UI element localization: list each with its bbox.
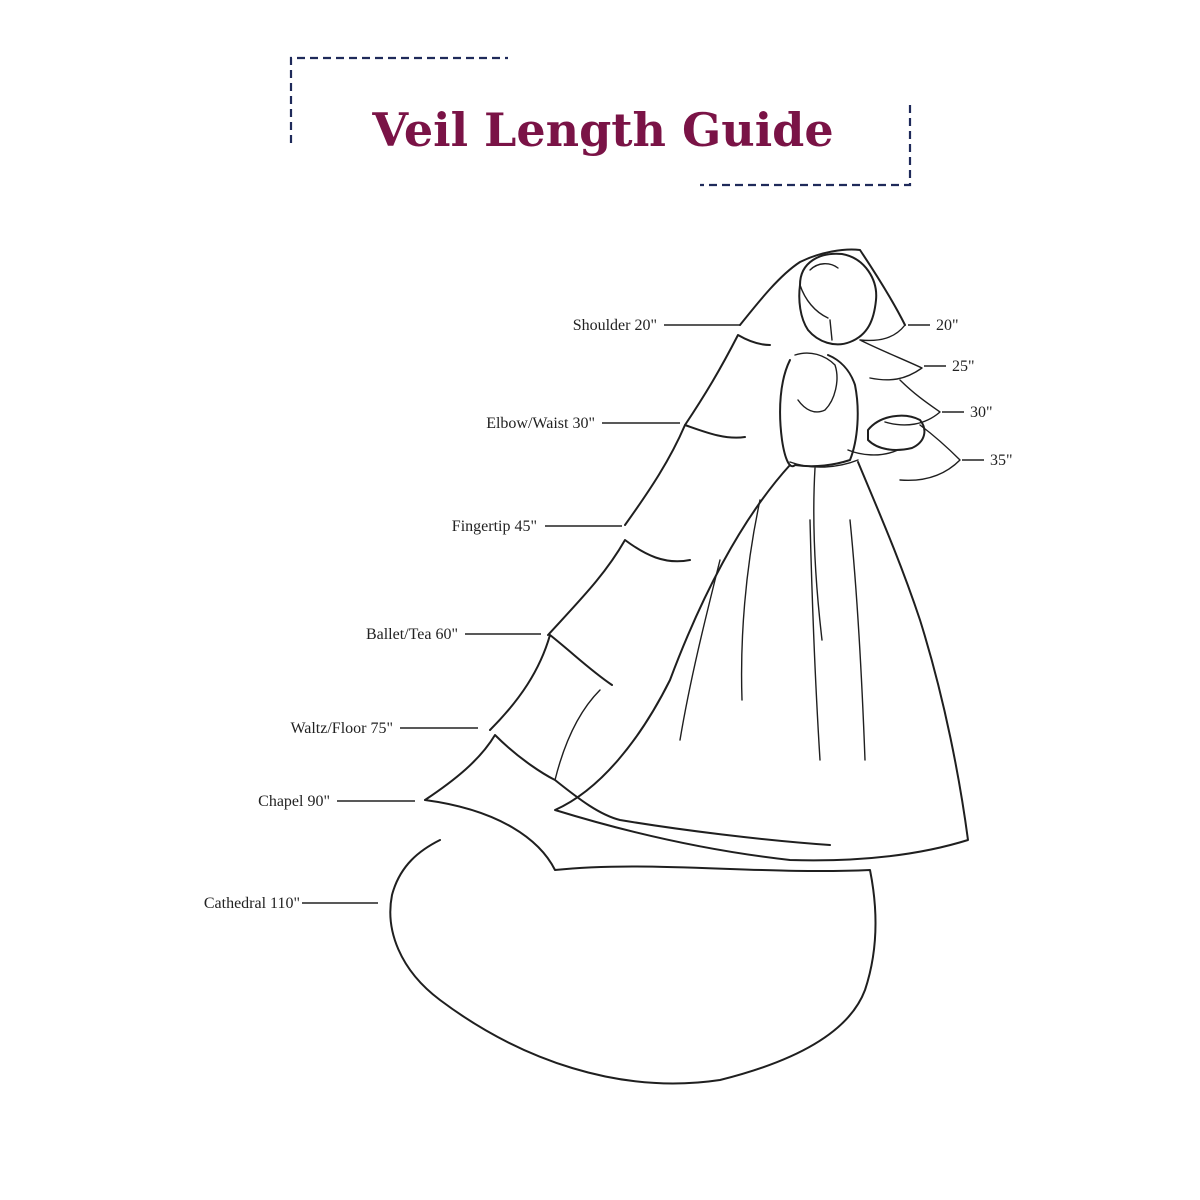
label-right-20: 20"	[936, 317, 959, 334]
veil-tier-waltz	[489, 634, 613, 731]
bride-illustration	[389, 248, 969, 1085]
veil-tier-ballet	[547, 539, 691, 636]
label-ballet-tea: Ballet/Tea 60"	[366, 626, 458, 643]
veil-tier-cathedral	[389, 799, 877, 1085]
left-labels: Shoulder 20" Elbow/Waist 30" Fingertip 4…	[204, 317, 740, 912]
label-right-30: 30"	[970, 404, 993, 421]
page-title: Veil Length Guide	[371, 103, 833, 157]
label-right-25: 25"	[952, 358, 975, 375]
veil-tier-chapel-fold	[554, 689, 601, 781]
bride-skirt-folds	[679, 499, 866, 761]
label-shoulder: Shoulder 20"	[573, 317, 657, 334]
veil-tier-chapel	[424, 734, 831, 846]
bride-sash	[789, 459, 859, 641]
bride-earring	[829, 319, 833, 341]
bride-hair	[799, 263, 839, 319]
bride-bodice	[779, 354, 859, 468]
bride-skirt	[554, 461, 969, 862]
label-waltz-floor: Waltz/Floor 75"	[290, 720, 393, 737]
label-elbow-waist: Elbow/Waist 30"	[486, 415, 595, 432]
veil-right-tiers	[859, 324, 961, 482]
label-fingertip: Fingertip 45"	[452, 518, 537, 535]
bride-head	[798, 252, 878, 346]
veil-tier-fingertip	[624, 424, 746, 526]
label-chapel: Chapel 90"	[258, 793, 330, 810]
bride-sleeve	[794, 352, 838, 413]
bride-arm	[847, 449, 899, 456]
title-frame	[289, 56, 912, 187]
veil-tier-shoulder	[739, 248, 906, 326]
veil-tier-elbow	[684, 334, 771, 426]
label-right-35: 35"	[990, 452, 1013, 469]
label-cathedral: Cathedral 110"	[204, 895, 300, 912]
right-labels: 20" 25" 30" 35"	[908, 317, 1013, 469]
bride-clutch	[867, 414, 926, 451]
